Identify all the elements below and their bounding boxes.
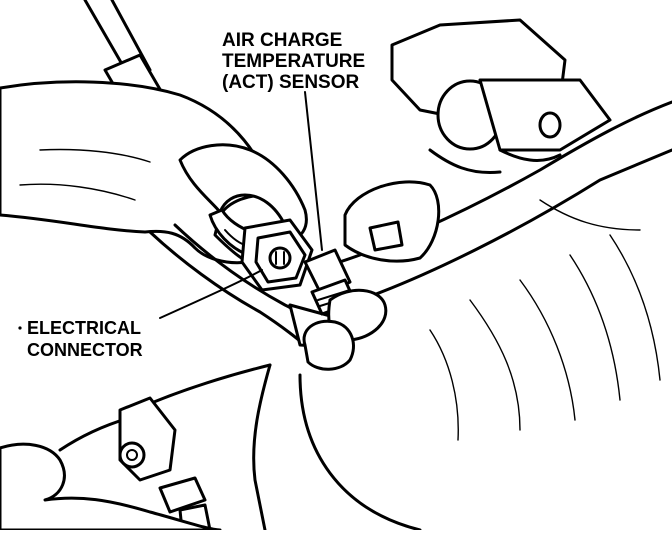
- hand-holding-connector: [0, 80, 308, 265]
- act-sensor: [302, 248, 388, 371]
- act-label-line3: (ACT) SENSOR: [222, 72, 360, 93]
- electrical-connector-label: ELECTRICAL CONNECTOR: [27, 318, 143, 360]
- act-leader-line: [304, 91, 323, 251]
- connector-label-line2: CONNECTOR: [27, 340, 143, 360]
- lower-casting: [58, 318, 352, 532]
- electrical-connector: [240, 218, 314, 292]
- lower-hand: [0, 442, 222, 532]
- act-label-line2: TEMPERATURE: [222, 51, 365, 72]
- act-sensor-label: AIR CHARGE TEMPERATURE (ACT) SENSOR: [222, 30, 365, 93]
- act-label-line1: AIR CHARGE: [222, 30, 342, 51]
- upper-right-component: [390, 18, 612, 162]
- connector-label-line1: ELECTRICAL: [27, 318, 141, 338]
- manifold-boss: [343, 148, 502, 263]
- connector-leader-line: [159, 269, 263, 319]
- leader-lines: [18, 91, 323, 330]
